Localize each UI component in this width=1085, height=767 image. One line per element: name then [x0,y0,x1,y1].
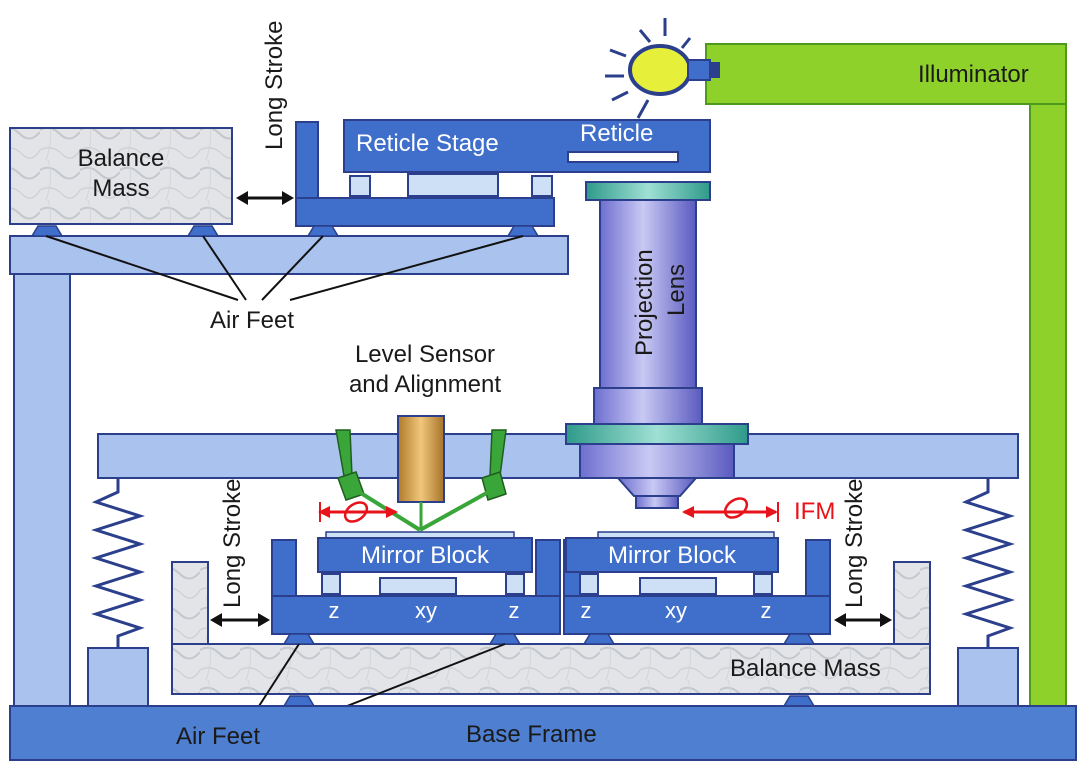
mirror-block-left-label: Mirror Block [361,542,490,569]
air-feet-top-label: Air Feet [210,307,294,334]
reticle-stage: Reticle Stage Reticle [295,119,711,227]
projection-lens-label-1: Projection [631,249,658,356]
level-sensor: Level Sensor and Alignment [335,341,507,532]
base-frame-label: Base Frame [466,721,597,748]
long-stroke-top-arrow [236,191,294,205]
long-stroke-left-arrow [210,613,270,627]
stage-left-xy-label: xy [415,598,437,623]
spring-base-right [957,647,1019,707]
wafer-stage-left: Mirror Block z xy z [271,531,561,635]
level-sensor-label-1: Level Sensor [355,341,495,368]
metrology-frame-middle [97,433,1019,479]
projection-lens-label-2: Lens [663,264,690,316]
long-stroke-right-label: Long Stroke [841,479,868,608]
long-stroke-top-label: Long Stroke [261,21,288,150]
stage-right-z2-label: z [761,598,772,623]
illuminator: Illuminator [705,43,1067,709]
ifm-right: IFM [682,497,835,525]
stage-right-xy-label: xy [665,598,687,623]
mirror-block-right-label: Mirror Block [608,542,737,569]
long-stroke-right-arrow [834,613,892,627]
reticle-stage-label: Reticle Stage [356,130,499,157]
lens-flange [565,423,749,445]
spring-right [961,478,1015,648]
reticle-label: Reticle [580,120,653,147]
illuminator-label: Illuminator [918,61,1029,88]
balance-mass-bottom: Balance Mass [171,561,931,695]
balance-mass-top: Balance Mass [9,127,233,225]
base-frame: Base Frame [9,705,1077,761]
light-bulb-icon [605,18,720,119]
spring-base-left [87,647,149,707]
ifm-left [318,501,398,523]
air-feet-bottom-label: Air Feet [176,723,260,750]
metrology-frame-top [9,235,569,707]
spring-left [91,478,145,648]
stage-left-z1-label: z [329,598,340,623]
ifm-label: IFM [794,498,835,525]
balance-mass-bottom-label: Balance Mass [730,655,881,682]
air-feet-top: Air Feet [30,225,540,334]
level-sensor-label-2: and Alignment [349,371,501,398]
long-stroke-left-label: Long Stroke [219,479,246,608]
stage-left-z2-label: z [509,598,520,623]
lens-lower-barrel [579,443,735,479]
balance-mass-top-label-1: Balance [78,145,165,172]
stage-right-z1-label: z [581,598,592,623]
wafer-stage-right: Mirror Block z xy z [563,531,831,635]
balance-mass-top-label-2: Mass [92,175,149,202]
